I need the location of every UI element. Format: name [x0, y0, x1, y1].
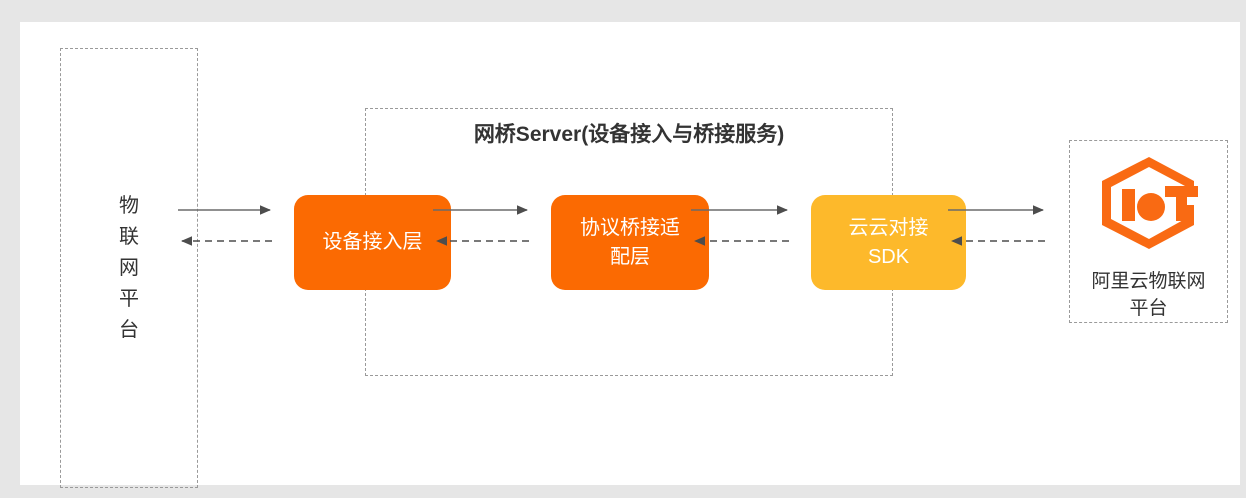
letter-o-dot-shape [1137, 193, 1165, 221]
left-iot-platform-char: 物 [119, 194, 139, 217]
box-cloud-sdk-label: 云云对接 SDK [848, 216, 929, 268]
box-protocol-bridge-label: 协议桥接适 配层 [580, 216, 680, 268]
letter-t-stem-shape [1176, 186, 1187, 221]
box-cloud-sdk[interactable]: 云云对接 SDK [811, 195, 966, 290]
box-device-access-label: 设备接入层 [322, 231, 423, 253]
left-iot-platform-char: 台 [119, 318, 139, 341]
left-iot-platform-char: 联 [119, 225, 139, 248]
letter-i-shape [1122, 189, 1135, 221]
right-iot-platform-box [1069, 140, 1228, 323]
left-iot-platform-char: 平 [119, 287, 139, 310]
box-protocol-bridge[interactable]: 协议桥接适 配层 [551, 195, 709, 290]
left-iot-platform-label: 物联网平台 [61, 49, 197, 487]
iot-logo-icon [1097, 153, 1201, 251]
content-card: 物联网平台 网桥Server(设备接入与桥接服务) 设备接入层 协议桥接适 配层… [20, 22, 1240, 488]
left-iot-platform-text: 物联网平台 [119, 191, 139, 346]
left-iot-platform-char: 网 [119, 256, 139, 279]
bridge-server-title: 网桥Server(设备接入与桥接服务) [473, 123, 785, 146]
left-iot-platform-box: 物联网平台 [60, 48, 198, 488]
right-iot-platform-caption: 阿里云物联网 平台 [1091, 271, 1206, 319]
iot-logo-svg [1102, 157, 1198, 249]
box-device-access[interactable]: 设备接入层 [294, 195, 451, 290]
